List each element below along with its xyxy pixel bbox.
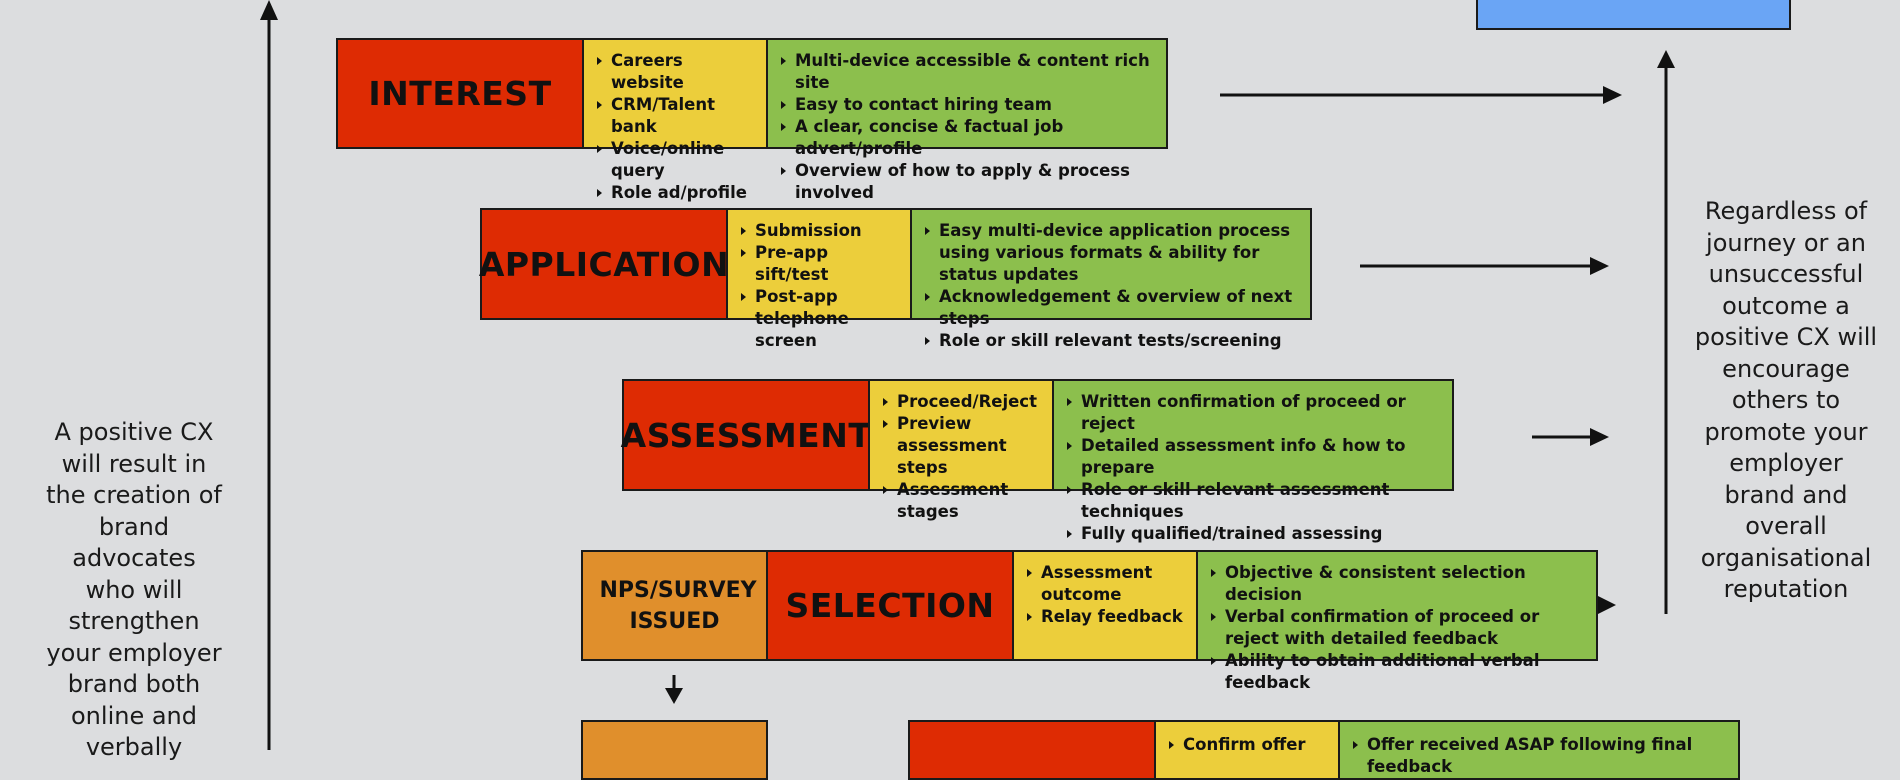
expectation-item: Easy to contact hiring team (776, 94, 1160, 116)
stage-selection-touchpoints: Assessment outcome Relay feedback (1012, 550, 1198, 661)
expectation-item: Easy multi-device application process us… (920, 220, 1304, 286)
stage-interest-expectations: Multi-device accessible & content rich s… (766, 38, 1168, 202)
touchpoint-item: Confirm offer (1164, 734, 1332, 756)
touchpoint-item: Voice/online query (592, 138, 760, 182)
bottom-expectations: Offer received ASAP following final feed… (1338, 720, 1740, 780)
stage-selection-title: SELECTION (766, 550, 1014, 661)
expectation-item: Overview of how to apply & process invol… (776, 160, 1160, 204)
stage-title-text: APPLICATION (478, 244, 730, 284)
touchpoint-item: Proceed/Reject (878, 391, 1046, 413)
stage-application-expectations: Easy multi-device application process us… (910, 208, 1312, 350)
left-vertical-arrowhead (260, 0, 278, 20)
expectation-item: Objective & consistent selection decisio… (1206, 562, 1590, 606)
bottom-orange-box (581, 720, 768, 780)
bottom-stage-title (908, 720, 1156, 780)
stage-title-text: SELECTION (785, 586, 995, 625)
touchpoint-item: Role ad/profile (592, 182, 760, 204)
application-arrowhead (1590, 257, 1609, 275)
stage-interest-touchpoints: Careers website CRM/Talent bank Voice/on… (582, 38, 768, 202)
expectation-item: Ability to obtain additional verbal feed… (1206, 650, 1590, 694)
expectation-item: Role or skill relevant assessment techni… (1062, 479, 1446, 523)
stage-assessment-title: ASSESSMENT (620, 379, 872, 491)
touchpoint-item: Relay feedback (1022, 606, 1190, 628)
stage-assessment-expectations: Written confirmation of proceed or rejec… (1052, 379, 1454, 565)
touchpoint-item: Post-app telephone screen (736, 286, 904, 352)
stage-application-title: APPLICATION (478, 208, 730, 320)
nps-survey-label: NPS/SURVEY ISSUED (599, 577, 757, 634)
stage-interest-title: INTEREST (336, 38, 584, 149)
touchpoint-item: Assessment outcome (1022, 562, 1190, 606)
nps-survey-box: NPS/SURVEY ISSUED (581, 550, 768, 661)
goal-box (1476, 0, 1791, 30)
stage-application-touchpoints: Submission Pre-app sift/test Post-app te… (726, 208, 912, 350)
bottom-touchpoints: Confirm offer (1154, 720, 1340, 780)
touchpoint-item: Assessment stages (878, 479, 1046, 523)
stage-assessment-touchpoints: Proceed/Reject Preview assessment steps … (868, 379, 1054, 521)
assessment-arrowhead (1590, 428, 1609, 446)
expectation-item: Written confirmation of proceed or rejec… (1062, 391, 1446, 435)
connector-arrows (260, 0, 1675, 750)
expectation-item: Acknowledgement & overview of next steps (920, 286, 1304, 330)
expectation-item: Multi-device accessible & content rich s… (776, 50, 1160, 94)
interest-arrowhead (1603, 86, 1622, 104)
expectation-item: Offer received ASAP following final feed… (1348, 734, 1732, 778)
touchpoint-item: Careers website (592, 50, 760, 94)
stage-title-text: ASSESSMENT (620, 415, 872, 455)
stage-title-text: INTEREST (368, 74, 552, 113)
expectation-item: Detailed assessment info & how to prepar… (1062, 435, 1446, 479)
expectation-item: Role or skill relevant tests/screening (920, 330, 1304, 352)
selection-arrowhead (1598, 596, 1616, 614)
right-note: Regardless of journey or an unsuccessful… (1694, 197, 1878, 603)
touchpoint-item: Submission (736, 220, 904, 242)
expectation-item: A clear, concise & factual job advert/pr… (776, 116, 1160, 160)
nps-down-arrowhead (665, 688, 683, 704)
touchpoint-item: Pre-app sift/test (736, 242, 904, 286)
touchpoint-item: Preview assessment steps (878, 413, 1046, 479)
right-vertical-arrowhead (1657, 50, 1675, 68)
stage-selection-expectations: Objective & consistent selection decisio… (1196, 550, 1598, 692)
touchpoint-item: CRM/Talent bank (592, 94, 760, 138)
left-note: A positive CX will result in the creatio… (46, 418, 222, 761)
expectation-item: Verbal confirmation of proceed or reject… (1206, 606, 1590, 650)
